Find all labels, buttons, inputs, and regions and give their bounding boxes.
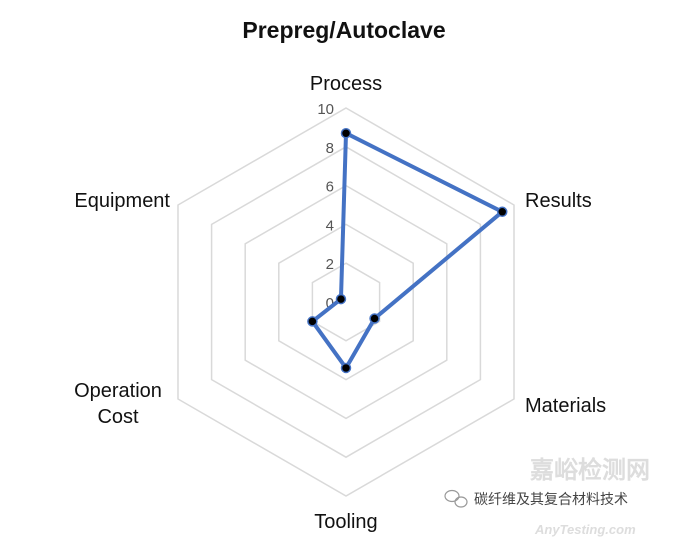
grid-ring-4	[278, 223, 414, 381]
grid-ring-6	[244, 184, 448, 420]
axis-label: Operation	[74, 380, 162, 402]
tick-label: 0	[326, 295, 334, 312]
chart-title: Prepreg/Autoclave	[242, 17, 445, 43]
watermark-site-en: AnyTesting.com	[534, 522, 636, 537]
tick-label: 6	[326, 179, 334, 196]
tick-labels: 0 2 4 6 8 10	[317, 101, 334, 312]
tick-label: 10	[317, 101, 334, 118]
tick-label: 2	[326, 256, 334, 273]
grid-ring-8	[210, 145, 482, 459]
watermark-text: 碳纤维及其复合材料技术	[474, 491, 628, 507]
data-point-operation-cost	[307, 316, 318, 327]
axis-label: Tooling	[314, 511, 377, 533]
watermark-site: 嘉峪检测网	[530, 456, 650, 484]
data-point-process	[340, 127, 352, 139]
axis-label: Results	[525, 190, 592, 212]
tick-label: 8	[326, 140, 334, 157]
watermark: 嘉峪检测网 碳纤维及其复合材料技术 AnyTesting.com	[444, 456, 650, 537]
grid-ring-10	[177, 107, 515, 497]
axis-label: Materials	[525, 395, 606, 417]
grid-ring-2	[311, 262, 381, 342]
data-point-equipment	[335, 293, 347, 305]
data-point-tooling	[340, 362, 352, 374]
tick-label: 4	[326, 217, 334, 234]
axis-label: Equipment	[74, 190, 170, 212]
grid	[177, 107, 515, 497]
data-point-results	[496, 206, 508, 218]
data-point-materials	[369, 313, 380, 324]
axis-label: Process	[310, 73, 382, 95]
axis-label: Cost	[97, 406, 139, 428]
series-line	[310, 131, 505, 370]
series	[307, 127, 508, 374]
wechat-icon	[444, 489, 468, 508]
